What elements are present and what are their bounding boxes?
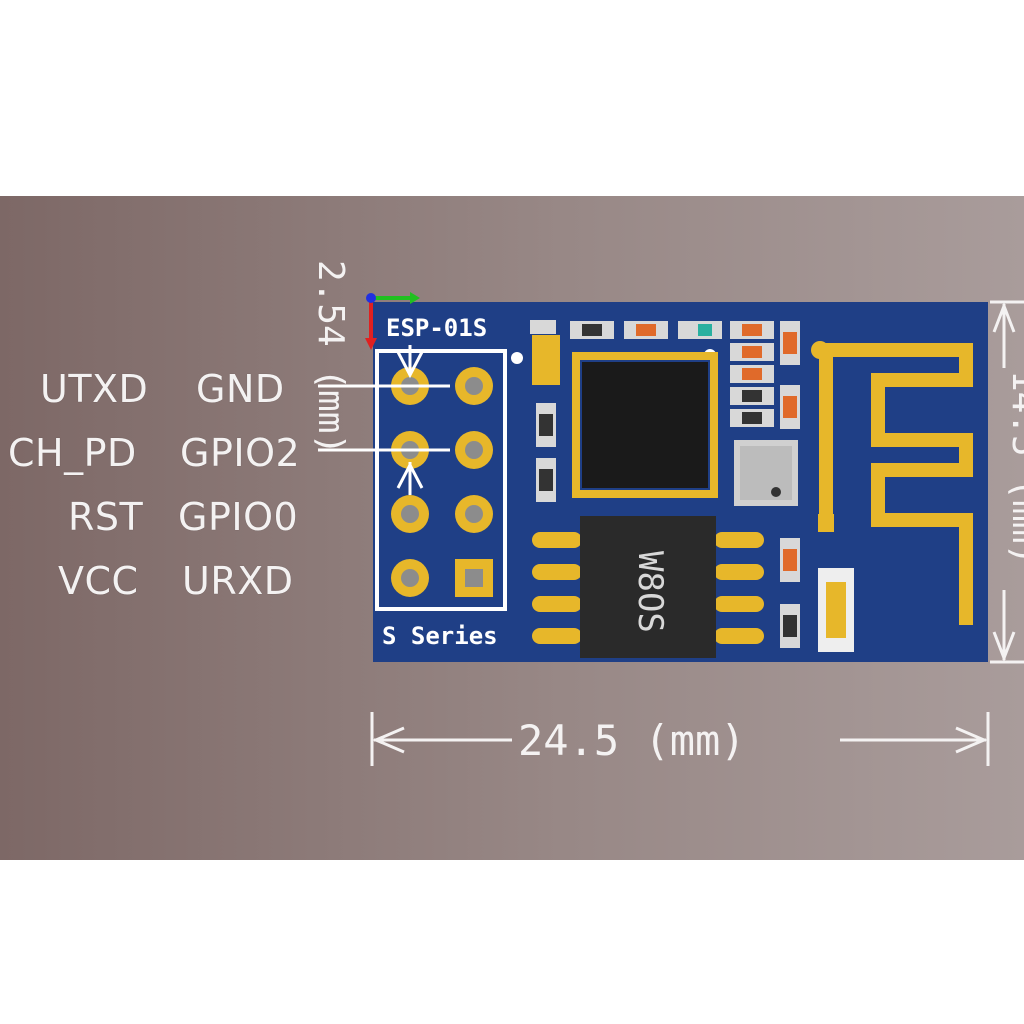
pitch-dimension-lines (318, 345, 450, 495)
axis-gizmo (365, 292, 420, 350)
height-dimension-line (990, 300, 1024, 664)
mcu-chip (572, 352, 718, 498)
module-name: ESP-01S (386, 314, 488, 342)
crystal (734, 440, 798, 506)
pin-label-utxd: UTXD (40, 367, 149, 411)
pin-label-vcc: VCC (58, 559, 139, 603)
pitch-dimension-label: 2.54 (mm) (310, 260, 351, 456)
width-dimension-line (370, 712, 990, 766)
smd-components (530, 320, 854, 652)
pcb-antenna (819, 343, 973, 625)
header-outline (375, 349, 507, 611)
flash-chip (532, 516, 764, 658)
pin-label-gpio0: GPIO0 (178, 495, 299, 539)
series-label: S Series (382, 622, 498, 650)
pin-label-gnd: GND (196, 367, 285, 411)
flash-chip-marking: W8OS (630, 551, 670, 633)
pin-label-rst: RST (68, 495, 144, 539)
height-dimension-label: 14.5 (mm) (1004, 370, 1024, 566)
width-dimension-label: 24.5 (mm) (518, 716, 746, 765)
header-pins (391, 367, 493, 597)
pin-label-gpio2: GPIO2 (180, 431, 301, 475)
pin-label-ch-pd: CH_PD (8, 431, 137, 475)
pin-label-urxd: URXD (182, 559, 294, 603)
